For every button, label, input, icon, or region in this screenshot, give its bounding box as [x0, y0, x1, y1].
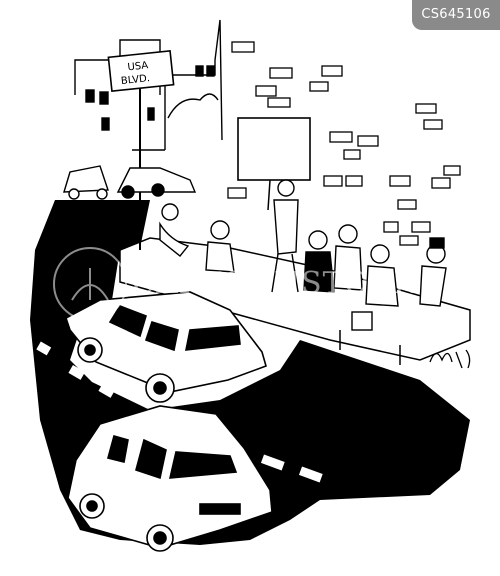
front-car [67, 405, 273, 552]
buildings [74, 19, 223, 170]
distant-cars [63, 165, 197, 200]
middle-car [65, 291, 267, 403]
street-sign: USA BLVD. [107, 49, 175, 250]
lane-markings [36, 341, 323, 483]
street-sign-line1: USA [127, 60, 149, 73]
artist-signature [429, 349, 471, 369]
window-bricks [227, 41, 461, 246]
street-sign-line2: BLVD. [120, 73, 150, 87]
protest-sign [237, 117, 311, 211]
catalog-id-badge: CS645106 [412, 0, 500, 30]
crowd [159, 179, 447, 331]
watermark-logo [53, 247, 127, 321]
